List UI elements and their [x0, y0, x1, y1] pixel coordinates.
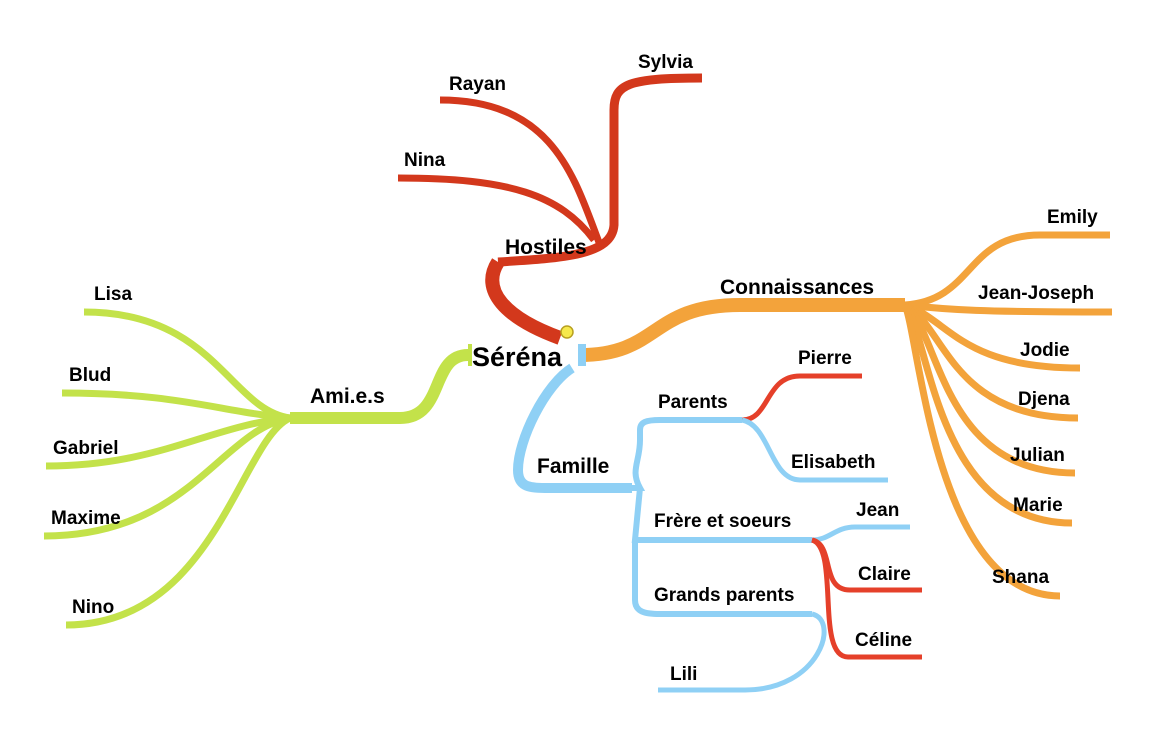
edge-grands-lili [658, 611, 827, 693]
leaf-label[interactable]: Céline [855, 630, 912, 651]
leaf-label[interactable]: Julian [1010, 445, 1065, 466]
edge-root-connaissances [579, 298, 905, 362]
edge-conn-jodie [903, 301, 1081, 372]
leaf-label[interactable]: Pierre [798, 348, 852, 369]
edge-amis-nino [65, 414, 292, 629]
root-underline-right [578, 344, 586, 366]
edge-conn-marie [902, 302, 1073, 527]
leaf-label[interactable]: Djena [1018, 389, 1070, 410]
edge-freres-jean [811, 524, 910, 543]
leaf-label[interactable]: Jodie [1020, 340, 1070, 361]
root-label[interactable]: Séréna [472, 342, 563, 372]
leaf-label[interactable]: Elisabeth [791, 452, 875, 473]
group-label-freres[interactable]: Frère et soeurs [654, 511, 791, 532]
leaf-label[interactable]: Sylvia [638, 52, 693, 73]
edge-root-famille [512, 363, 632, 493]
branch-label-famille[interactable]: Famille [537, 455, 609, 478]
edge-conn-jeanjoseph [904, 301, 1113, 316]
edge-amis-maxime [43, 414, 291, 540]
leaf-label[interactable]: Emily [1047, 207, 1098, 228]
edge-conn-emily [904, 231, 1110, 309]
edge-root-hostiles [485, 258, 563, 345]
group-label-parents[interactable]: Parents [658, 392, 728, 413]
edge-hostiles-sylvia [497, 73, 703, 267]
leaf-label[interactable]: Nino [72, 597, 114, 618]
edge-parents-pierre [741, 373, 862, 423]
edge-amis-gabriel [45, 414, 291, 470]
branch-label-connaissances[interactable]: Connaissances [720, 276, 874, 299]
leaf-label[interactable]: Maxime [51, 508, 121, 529]
edge-hostiles-nina [397, 174, 597, 243]
edge-conn-julian [902, 302, 1076, 477]
edge-conn-djena [903, 301, 1079, 422]
root-underline-left [468, 344, 472, 366]
edge-amis-lisa [83, 308, 291, 422]
leaf-label[interactable]: Blud [69, 365, 111, 386]
leaf-label[interactable]: Lili [670, 664, 697, 685]
edge-famille-grands [632, 540, 812, 617]
branch-label-hostiles[interactable]: Hostiles [505, 236, 587, 259]
edge-root-amis [290, 349, 469, 424]
leaf-label[interactable]: Jean [856, 500, 899, 521]
leaf-label[interactable]: Lisa [94, 284, 132, 305]
branch-label-amis[interactable]: Ami.e.s [310, 385, 385, 408]
edge-freres-celine [810, 537, 922, 660]
edge-parents-elisabeth [741, 417, 888, 483]
group-label-grands[interactable]: Grands parents [654, 585, 794, 606]
edge-conn-shana [901, 303, 1061, 600]
leaf-label[interactable]: Marie [1013, 495, 1063, 516]
leaf-label[interactable]: Claire [858, 564, 911, 585]
leaf-label[interactable]: Rayan [449, 74, 506, 95]
edge-hostiles-rayan [439, 96, 604, 247]
edge-amis-blud [61, 389, 291, 422]
leaf-label[interactable]: Jean-Joseph [978, 283, 1094, 304]
edge-famille-groups [632, 417, 742, 491]
leaf-label[interactable]: Gabriel [53, 438, 118, 459]
note-dot-icon[interactable] [560, 325, 574, 339]
leaf-label[interactable]: Nina [404, 150, 446, 171]
leaf-label[interactable]: Shana [992, 567, 1049, 588]
